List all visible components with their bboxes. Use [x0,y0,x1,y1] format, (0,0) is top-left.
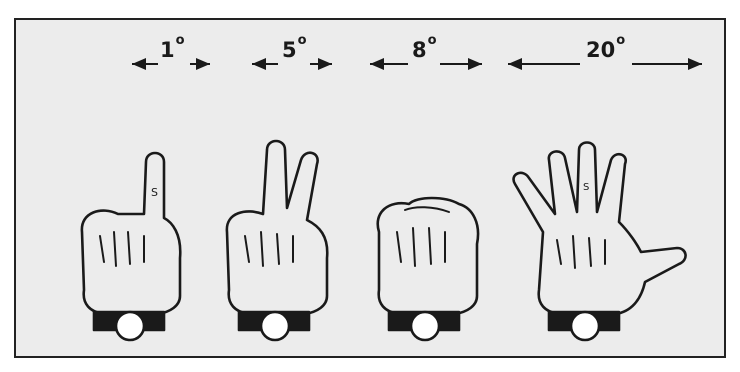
hand-index-finger: S [82,153,180,340]
svg-text:S: S [151,186,158,199]
hand-open: S [514,143,686,341]
hand-two-fingers [227,141,327,340]
svg-text:S: S [583,182,589,193]
hand-fist [378,198,478,340]
